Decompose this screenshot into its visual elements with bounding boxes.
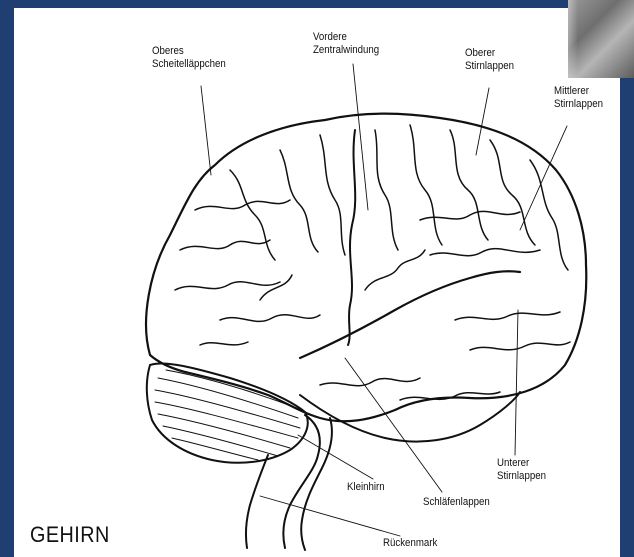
label-kleinhirn: Kleinhirn	[347, 481, 385, 494]
central-sulcus	[348, 130, 355, 345]
label-mittlerer-stirnlappen: Mittlerer Stirnlappen	[554, 85, 603, 111]
temporal-lobe-outline	[300, 392, 520, 442]
label-schlaefenlappen: Schläfenlappen	[423, 496, 490, 509]
label-oberer-stirnlappen: Oberer Stirnlappen	[465, 47, 514, 73]
label-oberes-scheitellaeppchen: Oberes Scheitelläppchen	[152, 45, 226, 71]
label-unterer-stirnlappen: Unterer Stirnlappen	[497, 457, 546, 483]
label-vordere-zentralwindung: Vordere Zentralwindung	[313, 31, 379, 57]
cerebrum-outline	[146, 114, 586, 422]
label-rueckenmark: Rückenmark	[383, 537, 437, 550]
lateral-fissure	[300, 271, 520, 358]
diagram-title: GEHIRN	[30, 523, 110, 547]
